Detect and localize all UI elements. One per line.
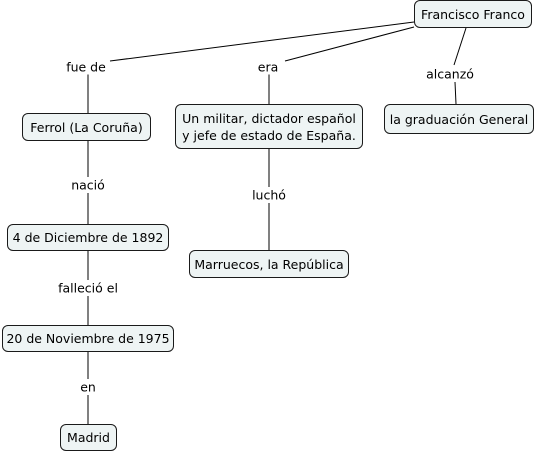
- line-alcanzo-graduacion: [454, 81, 457, 105]
- node-label: 4 de Diciembre de 1892: [12, 230, 164, 245]
- node-nacimiento[interactable]: 4 de Diciembre de 1892: [7, 224, 169, 251]
- link-label-lucho: luchó: [250, 187, 288, 203]
- node-fallecimiento[interactable]: 20 de Noviembre de 1975: [2, 325, 174, 352]
- node-label-line-1: Un militar, dictador español: [182, 110, 356, 126]
- node-label-line-2: y jefe de estado de España.: [182, 127, 356, 143]
- link-label-fue-de: fue de: [64, 59, 108, 75]
- node-label: Madrid: [67, 430, 110, 445]
- line-franco-fuede: [109, 21, 415, 62]
- node-madrid[interactable]: Madrid: [60, 424, 117, 451]
- link-label-en: en: [78, 379, 98, 395]
- node-marruecos[interactable]: Marruecos, la República: [189, 250, 349, 278]
- node-militar[interactable]: Un militar, dictador español y jefe de e…: [175, 104, 363, 149]
- link-label-nacio: nació: [69, 177, 107, 193]
- node-graduacion[interactable]: la graduación General: [384, 104, 534, 134]
- node-label: Ferrol (La Coruña): [30, 119, 143, 135]
- node-label: Marruecos, la República: [194, 256, 344, 272]
- link-label-alcanzo: alcanzó: [424, 66, 476, 82]
- node-francisco-franco[interactable]: Francisco Franco: [414, 0, 532, 28]
- line-franco-era: [284, 26, 415, 62]
- node-ferrol[interactable]: Ferrol (La Coruña): [22, 113, 151, 141]
- node-label: Francisco Franco: [421, 6, 525, 22]
- link-label-era: era: [255, 59, 281, 75]
- line-franco-alcanzo: [453, 27, 467, 66]
- node-label: 20 de Noviembre de 1975: [6, 331, 170, 346]
- link-label-fallecio-el: falleció el: [56, 280, 120, 296]
- node-label: la graduación General: [389, 111, 529, 127]
